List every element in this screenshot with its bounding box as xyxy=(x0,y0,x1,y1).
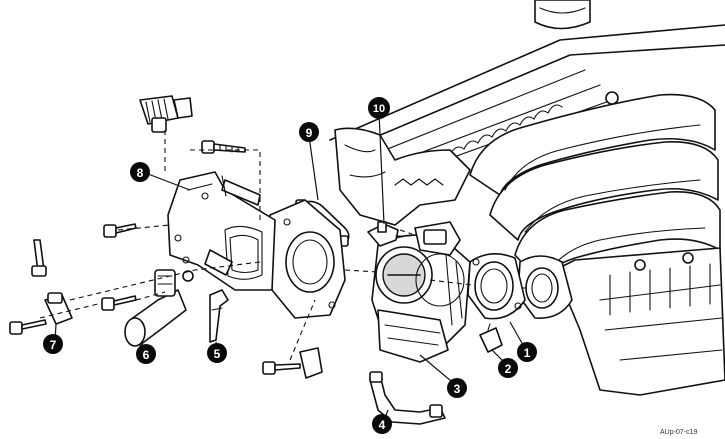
callout-9: 9 xyxy=(299,122,319,142)
callout-7: 7 xyxy=(43,334,63,354)
svg-text:6: 6 xyxy=(143,348,150,362)
callout-5: 5 xyxy=(207,343,227,363)
intake-plate xyxy=(269,199,346,319)
solenoid-coupler xyxy=(139,95,193,133)
callout-6: 6 xyxy=(136,344,156,364)
bolt-top xyxy=(201,140,246,154)
svg-text:4: 4 xyxy=(379,418,386,432)
throttle-body-gasket xyxy=(467,253,526,320)
bolt-left-middle xyxy=(101,295,137,311)
throttle-body xyxy=(371,221,471,363)
iac-valve xyxy=(124,269,194,347)
svg-text:1: 1 xyxy=(524,346,531,360)
svg-text:9: 9 xyxy=(306,126,313,140)
callout-8: 8 xyxy=(130,162,150,182)
bolt-left-lower xyxy=(9,319,47,335)
callout-4: 4 xyxy=(372,414,392,434)
svg-text:7: 7 xyxy=(50,338,57,352)
bolt-left-upper xyxy=(103,223,137,238)
intake-manifold xyxy=(329,0,725,396)
mounting-bracket xyxy=(167,171,276,291)
connector-clip xyxy=(479,323,503,353)
image-code: AUp-07-c19 xyxy=(660,429,697,436)
svg-text:5: 5 xyxy=(214,347,221,361)
callout-10: 10 xyxy=(368,97,390,119)
svg-text:8: 8 xyxy=(137,166,144,180)
sensor-clip xyxy=(367,221,411,247)
callout-3: 3 xyxy=(447,378,467,398)
callout-2: 2 xyxy=(498,358,518,378)
assembly-guide-lines xyxy=(39,130,526,361)
svg-text:3: 3 xyxy=(454,382,461,396)
svg-text:10: 10 xyxy=(373,103,385,115)
bolt-bottom xyxy=(262,347,323,379)
intake-temp-sensor xyxy=(31,239,73,325)
callout-1: 1 xyxy=(517,342,537,362)
svg-text:2: 2 xyxy=(505,362,512,376)
hose-clamp xyxy=(209,289,229,343)
